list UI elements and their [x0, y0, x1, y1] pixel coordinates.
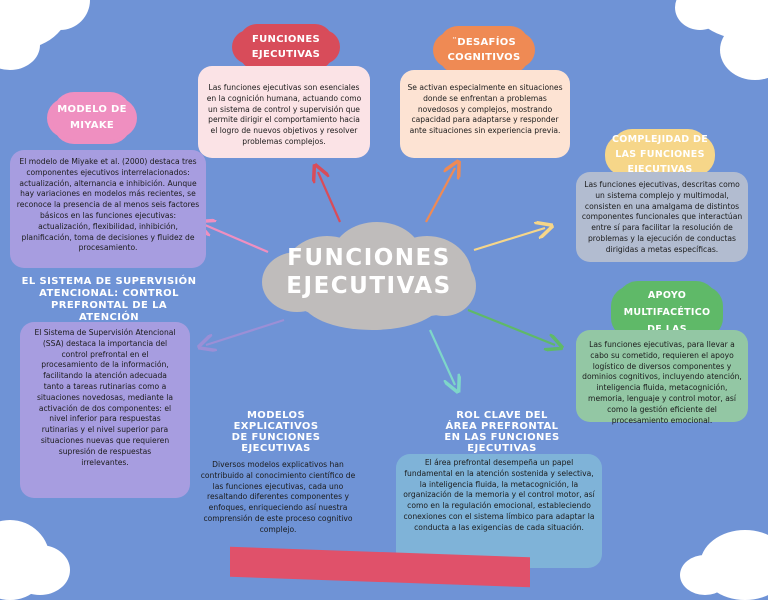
arrow-to-complejidad [473, 228, 545, 252]
complejidad-title: COMPLEJIDAD DE LAS FUNCIONES EJECUTIVAS [610, 132, 710, 178]
sistema-title: EL SISTEMA DE SUPERVISIÓN ATENCIONAL: CO… [21, 276, 197, 323]
rol-text-box: El área prefrontal desempeña un papel fu… [396, 454, 602, 568]
apoyo-text-box: Las funciones ejecutivas, para llevar a … [576, 330, 748, 425]
connector-arrows [0, 0, 768, 576]
complejidad-text-box: Las funciones ejecutivas, descritas como… [576, 172, 748, 262]
miyake-title: MODELO DE MIYAKE [52, 96, 132, 140]
arrow-to-rol [428, 329, 455, 385]
rol-title: ROL CLAVE DEL ÁREA PREFRONTAL EN LAS FUN… [444, 410, 560, 454]
funciones-title: FUNCIONES EJECUTIVAS [238, 28, 334, 66]
funciones-text-box: Las funciones ejecutivas son esenciales … [198, 66, 370, 158]
arrow-to-funciones [318, 172, 342, 223]
sistema-text-box: El Sistema de Supervisión Atencional (SS… [20, 322, 190, 498]
arrow-to-desafios [425, 168, 455, 223]
arrow-to-sistema [206, 318, 285, 345]
central-cloud [262, 222, 476, 330]
arrow-to-apoyo [467, 308, 555, 345]
miyake-text-box: El modelo de Miyake et al. (2000) destac… [10, 150, 206, 268]
desafios-title: ¨DESAFÍOS COGNITIVOS [438, 30, 530, 70]
desafios-text-box: Se activan especialmente en situaciones … [400, 70, 570, 158]
modelos-text-box: Diversos modelos explicativos han contri… [200, 460, 356, 534]
arrow-to-miyake [205, 225, 269, 254]
central-title: FUNCIONES EJECUTIVAS [286, 245, 452, 299]
modelos-title: MODELOS EXPLICATIVOS DE FUNCIONES EJECUT… [231, 410, 321, 454]
